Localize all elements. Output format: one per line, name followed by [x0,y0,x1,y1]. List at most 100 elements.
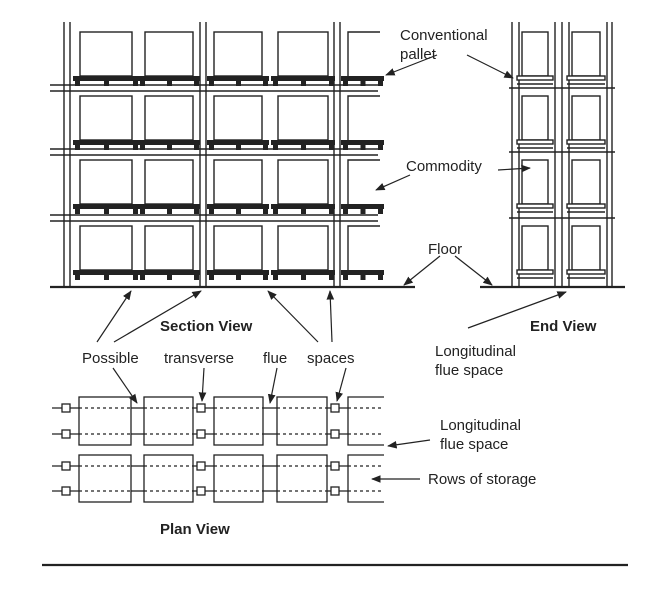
commodity-box [213,159,263,205]
pallet-block [378,145,383,150]
pallet-block [104,145,109,150]
pallet-deck [73,140,139,145]
plan-post [61,461,71,471]
commodity-box [144,225,194,271]
label-possible: Possible [82,350,139,367]
storage-load [213,396,264,446]
storage-load [78,396,132,446]
pallet-block [360,275,366,280]
pallet-block [360,145,366,150]
arrow-flue-plan-1 [112,367,138,404]
pallet-deck [271,76,335,81]
section-view-rack [50,22,415,289]
arrow-flue-plan-4 [335,367,347,402]
pallet-deck [138,270,200,275]
pallet-block [301,81,306,86]
plan-post [330,461,340,471]
pallet-block [75,275,80,280]
plan-post [196,461,206,471]
commodity-box [347,225,380,270]
pallet-block [263,145,268,150]
commodity-box [347,159,380,204]
commodity-box [347,95,380,140]
plan-post [196,429,206,439]
pallet-block [263,209,268,214]
pallet-block [263,275,268,280]
pallet-block [301,145,306,150]
storage-load [276,396,328,446]
commodity-box [144,159,194,205]
arrow-longitudinal-plan [387,439,431,449]
pallet-block [167,81,172,86]
pallet-block [273,209,278,214]
arrow-flue-4 [326,290,335,343]
plan-post [196,486,206,496]
arrow-flue-plan-3 [267,367,278,404]
commodity-box [79,225,133,271]
arrow-pallet-end [466,54,514,79]
end-pallet [566,269,606,275]
end-pallet [516,139,554,145]
end-pallet [516,269,554,275]
storage-load [347,396,384,446]
pallet-deck [341,270,384,275]
end-pallet [516,203,554,209]
arrow-longitudinal-end [467,291,567,329]
pallet-deck [271,270,335,275]
end-pallet [566,139,606,145]
pallet-block [236,81,241,86]
end-commodity-box [571,159,601,205]
section-pallet-loads [73,31,384,280]
pallet-block [273,145,278,150]
arrow-flue-plan-2 [198,367,207,402]
commodity-box [213,95,263,141]
commodity-box [144,95,194,141]
end-commodity-box [571,31,601,77]
pallet-block [104,275,109,280]
pallet-block [133,145,138,150]
label-section-view: Section View [160,318,253,335]
label-rows-of-storage: Rows of storage [428,471,537,488]
plan-post [330,486,340,496]
end-commodity-box [521,95,549,141]
pallet-block [273,81,278,86]
end-commodity-box [571,95,601,141]
pallet-deck [341,76,384,81]
pallet-block [167,145,172,150]
storage-load [276,454,328,503]
callout-arrows [96,54,567,483]
commodity-box [213,225,263,271]
pallet-deck [138,204,200,209]
pallet-block [378,275,383,280]
arrow-commodity-end [497,164,531,173]
label-plan-view: Plan View [160,521,230,538]
pallet-block [104,209,109,214]
pallet-block [133,209,138,214]
pallet-block [343,81,348,86]
pallet-block [133,81,138,86]
arrow-floor-section [403,255,441,286]
arrow-floor-end [454,255,493,286]
pallet-block [378,209,383,214]
pallet-deck [73,270,139,275]
plan-post [330,403,340,413]
pallet-block [167,275,172,280]
plan-post [61,403,71,413]
pallet-block [343,209,348,214]
end-commodity-box [521,159,549,205]
end-view-rack [480,22,625,289]
commodity-box [79,31,133,77]
commodity-box [277,159,329,205]
pallet-block [329,209,334,214]
pallet-block [194,275,199,280]
end-commodity-box [571,225,601,271]
commodity-box [79,159,133,205]
pallet-block [194,209,199,214]
arrow-flue-2 [113,290,202,343]
commodity-box [144,31,194,77]
storage-load [213,454,264,503]
pallet-block [263,81,268,86]
pallet-block [329,81,334,86]
pallet-block [329,145,334,150]
